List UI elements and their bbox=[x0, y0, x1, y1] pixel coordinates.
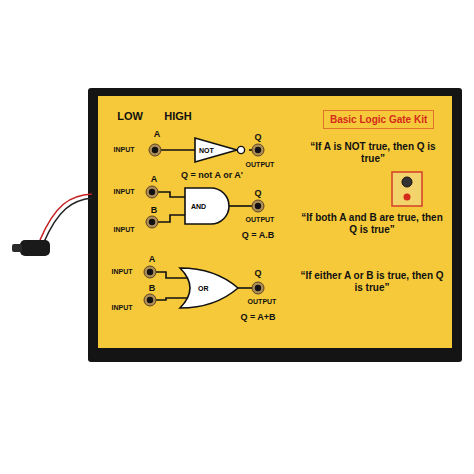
title-box: Basic Logic Gate Kit bbox=[323, 110, 434, 129]
black-wire bbox=[44, 198, 92, 242]
pin-label: Q = A.B bbox=[242, 230, 274, 240]
or-gate-outline bbox=[180, 268, 238, 308]
gate-name: OR bbox=[198, 285, 209, 292]
pin-label: OUTPUT bbox=[246, 216, 275, 224]
pin-label: INPUT bbox=[114, 226, 135, 234]
pin-label: INPUT bbox=[114, 146, 135, 154]
gate-body bbox=[185, 188, 229, 224]
led-box bbox=[392, 172, 422, 206]
gate-body bbox=[195, 138, 237, 162]
pin-label: HIGH bbox=[164, 110, 192, 123]
statement-text: “If A is NOT true, then Q is true” bbox=[298, 141, 448, 164]
pin-label: Q = not A or A' bbox=[181, 170, 243, 180]
gate-body bbox=[180, 268, 238, 308]
inverter-bubble bbox=[237, 146, 244, 153]
not-gate: NOT bbox=[195, 138, 249, 162]
led bbox=[404, 194, 411, 201]
yellow-panel bbox=[98, 96, 452, 348]
pin-label: B bbox=[149, 283, 156, 293]
pin-label: B bbox=[151, 205, 158, 215]
pin-label: A bbox=[149, 254, 156, 264]
pin-label: OUTPUT bbox=[248, 298, 277, 306]
pin-label: Q bbox=[254, 268, 261, 278]
led-socket bbox=[402, 177, 412, 187]
battery-snap bbox=[12, 244, 22, 252]
battery-snap bbox=[20, 240, 50, 256]
statement-text: “If either A or B is true, then Q is tru… bbox=[297, 270, 447, 293]
and-gate: AND bbox=[185, 188, 229, 224]
pin-label: INPUT bbox=[114, 188, 135, 196]
pin-label: A bbox=[151, 174, 158, 184]
pin-label: A bbox=[154, 129, 161, 139]
kit-title: Basic Logic Gate Kit bbox=[330, 114, 427, 125]
pin-label: INPUT bbox=[112, 304, 133, 312]
pin-label: LOW bbox=[117, 110, 143, 123]
or-gate: OR bbox=[180, 268, 238, 308]
pin-label: OUTPUT bbox=[246, 161, 275, 169]
gate-name: AND bbox=[191, 203, 206, 210]
pin-label: Q = A+B bbox=[240, 312, 275, 322]
board-frame bbox=[88, 88, 462, 362]
statement-text: “If both A and B are true, then Q is tru… bbox=[297, 212, 447, 235]
pin-label: INPUT bbox=[112, 268, 133, 276]
pin-label: Q bbox=[254, 132, 261, 142]
gate-name: NOT bbox=[199, 147, 214, 154]
pin-label: Q bbox=[254, 188, 261, 198]
